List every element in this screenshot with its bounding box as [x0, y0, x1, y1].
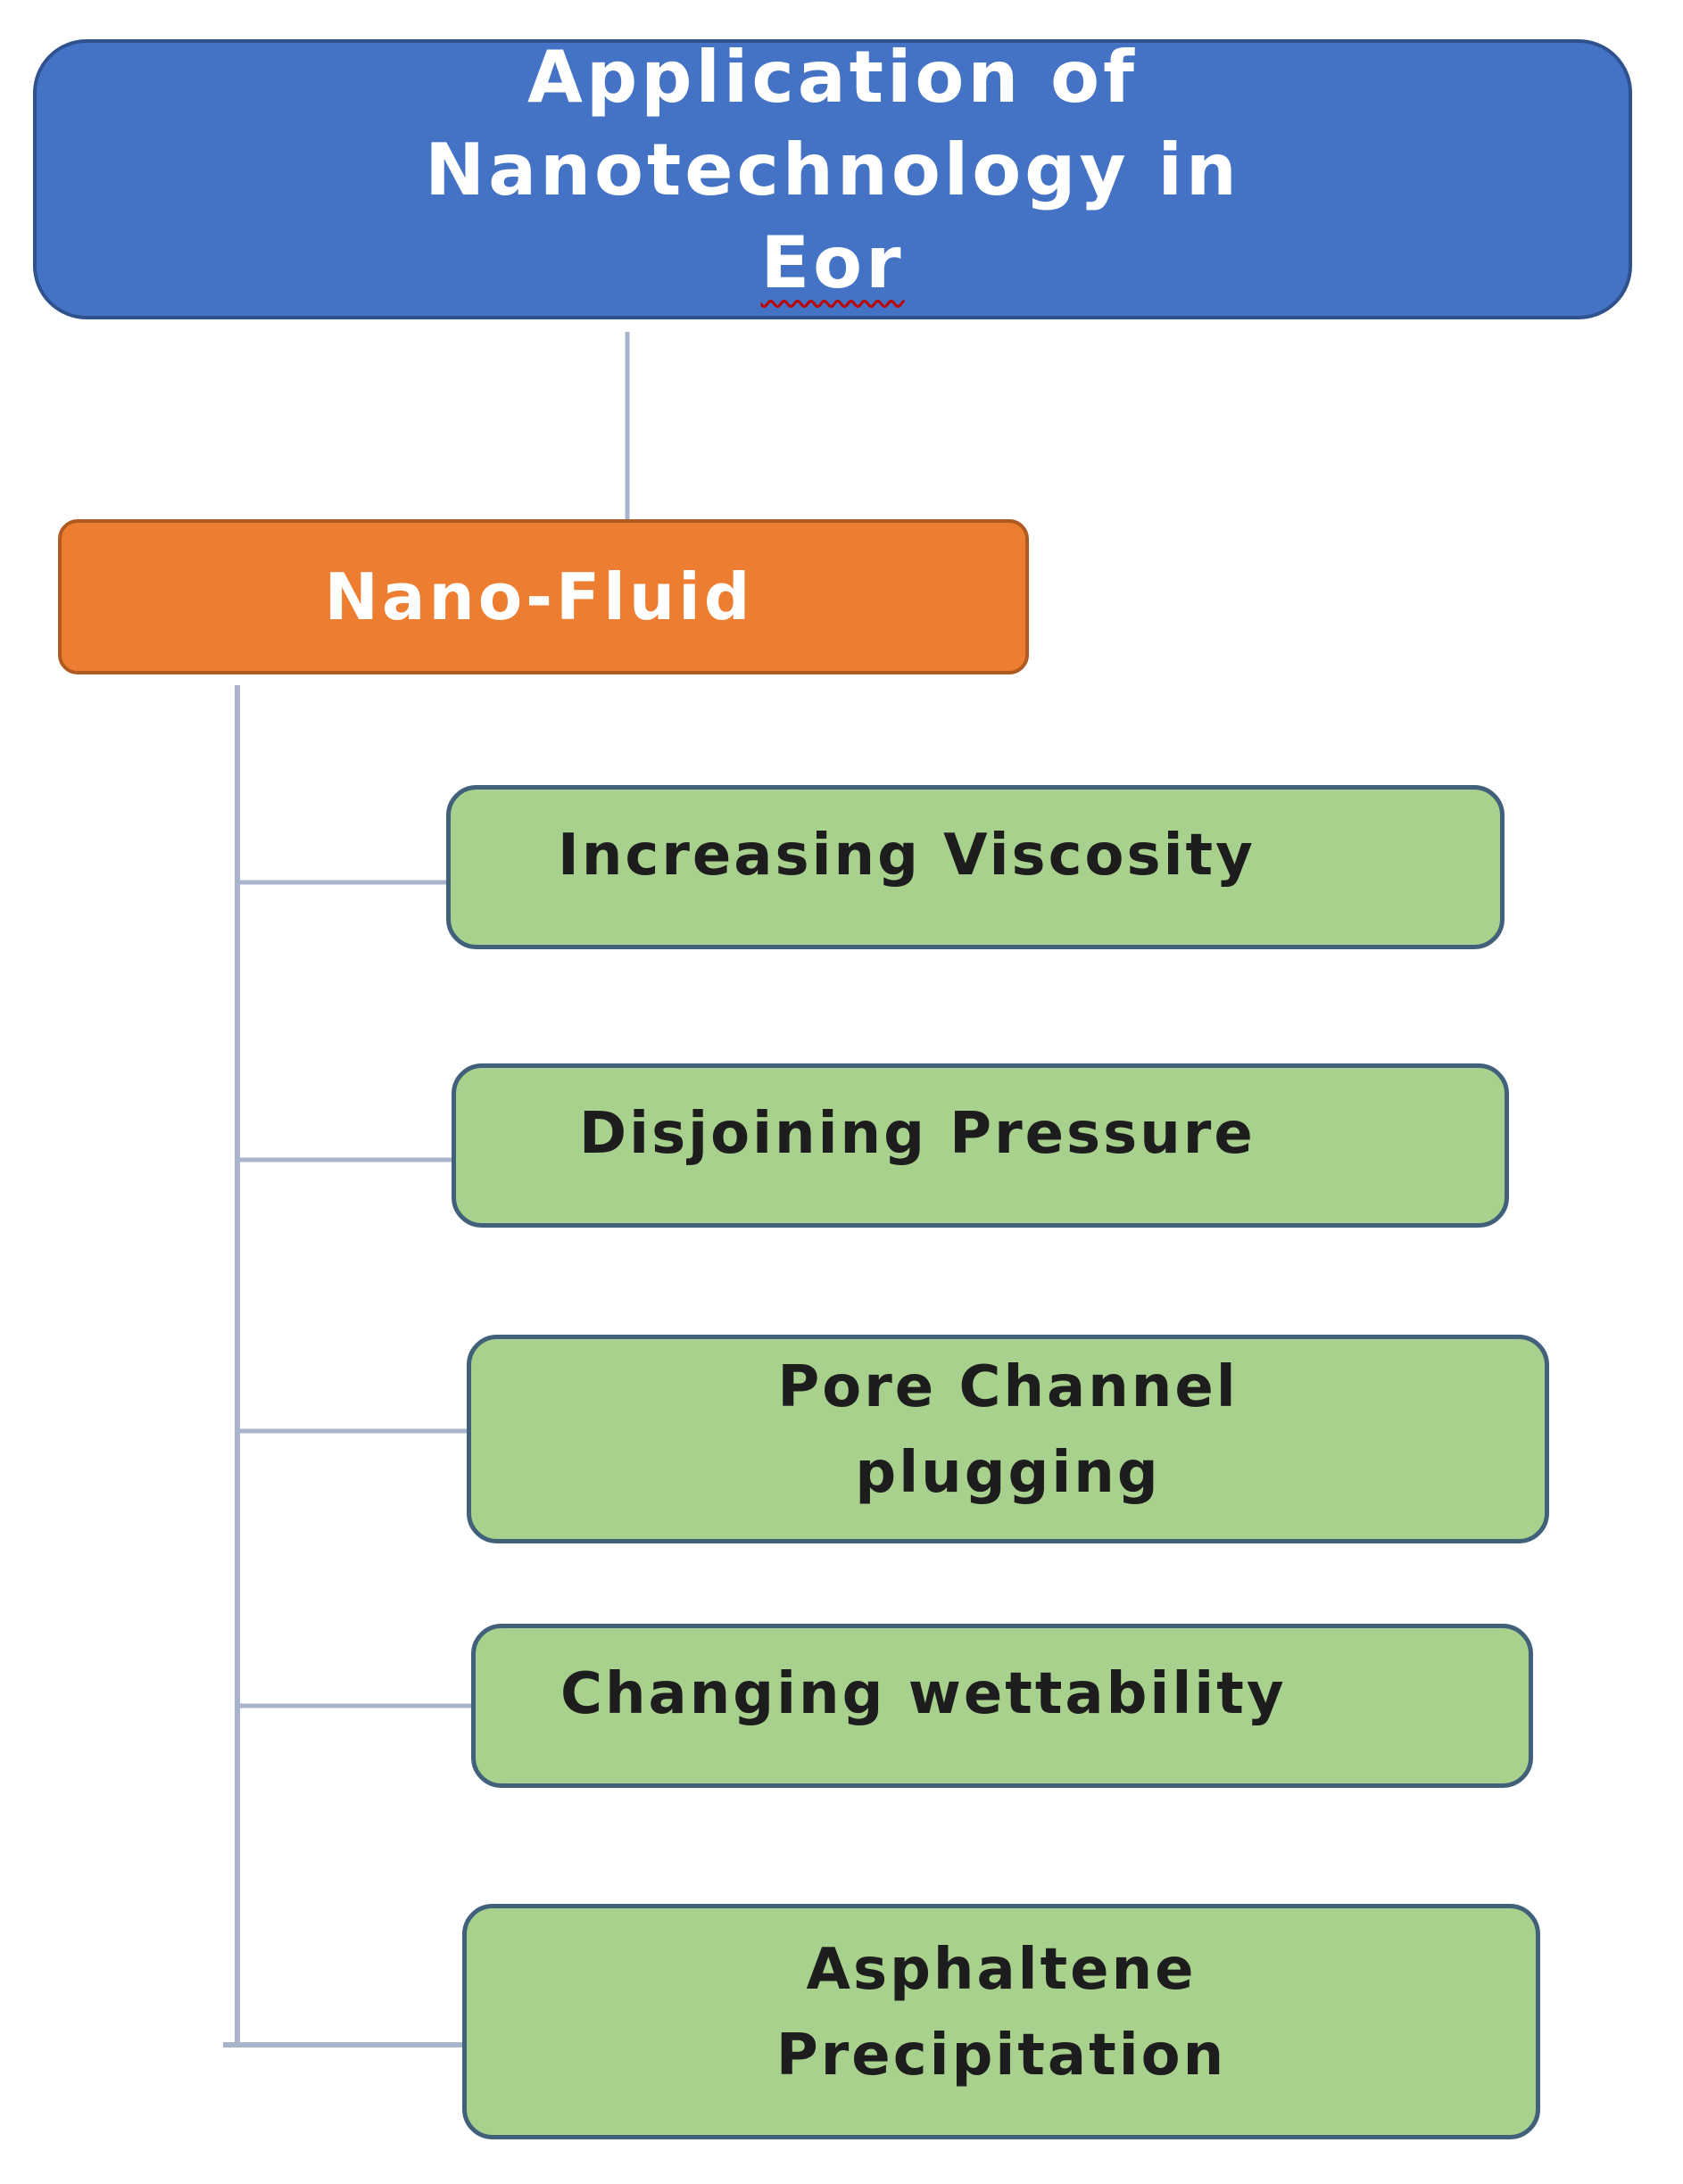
root-label-eor: Eor [760, 221, 905, 304]
mechanism-node-label: Disjoining Pressure [579, 1101, 1256, 1167]
root-node-label: Application of Nanotechnology in Eor [342, 31, 1323, 310]
category-node-nano-fluid: Nano-Fluid [58, 519, 1029, 674]
mechanism-node-label: Increasing Viscosity [558, 823, 1256, 889]
category-node-label: Nano-Fluid [324, 559, 754, 634]
mechanism-node-increasing-viscosity: Increasing Viscosity [446, 785, 1505, 949]
root-label-prefix: Application of Nanotechnology in [425, 36, 1240, 211]
mechanism-node-label: Pore Channel plugging [777, 1354, 1239, 1506]
mechanism-node-disjoining-pressure: Disjoining Pressure [452, 1063, 1509, 1228]
mechanism-node-asphaltene-precipitation: Asphaltene Precipitation [462, 1904, 1540, 2139]
mechanism-node-changing-wettability: Changing wettability [471, 1624, 1533, 1788]
mechanism-node-label: Asphaltene Precipitation [775, 1937, 1227, 2089]
root-node: Application of Nanotechnology in Eor [33, 36, 1632, 319]
mechanism-node-pore-channel-plugging: Pore Channel plugging [467, 1335, 1549, 1543]
mechanism-node-label: Changing wettability [560, 1661, 1287, 1727]
